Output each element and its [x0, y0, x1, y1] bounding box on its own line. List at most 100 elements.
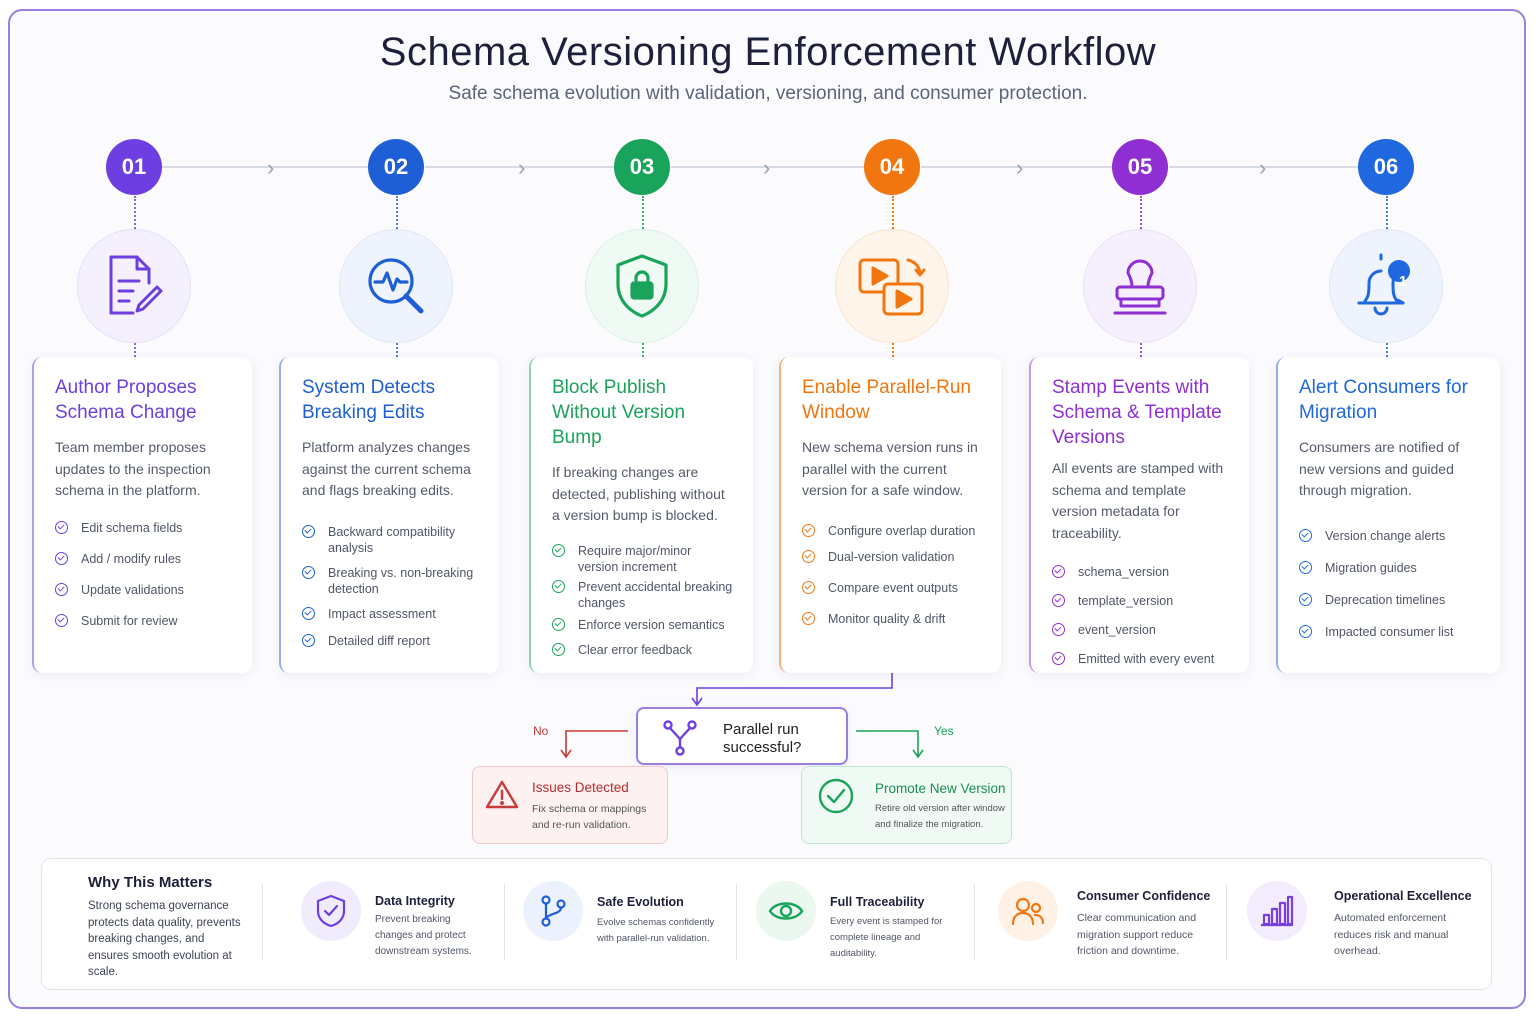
checklist-item: Prevent accidental breaking changes — [552, 579, 733, 611]
check-circle-icon — [802, 549, 815, 563]
check-circle-icon — [818, 778, 854, 814]
checklist-item: Emitted with every event — [1052, 651, 1229, 667]
step-title: Alert Consumers for Migration — [1299, 377, 1468, 423]
shield-lock-icon — [585, 229, 699, 343]
check-circle-icon — [1299, 560, 1312, 574]
step-card-05: Stamp Events with Schema & Template Vers… — [1029, 357, 1249, 673]
bar-chart-icon — [1247, 881, 1307, 941]
step-title: Block Publish Without Version Bump — [552, 377, 686, 448]
check-circle-icon — [1299, 528, 1312, 542]
checklist-item: Require major/minor version increment — [552, 543, 733, 575]
checklist-item: Impacted consumer list — [1299, 624, 1480, 640]
step-connector — [671, 166, 864, 168]
checklist-item: Monitor quality & drift — [802, 611, 981, 627]
decision-question: Parallel run successful? — [723, 721, 802, 756]
step-title: Author Proposes Schema Change — [55, 377, 197, 423]
outcome-title: Promote New Version — [875, 781, 1006, 796]
benefit-description: Clear communication and migration suppor… — [1077, 912, 1197, 957]
dotted-link — [892, 343, 894, 357]
step-card-06: Alert Consumers for Migration Consumers … — [1276, 357, 1500, 673]
step-number-02: 02 — [368, 139, 424, 195]
divider — [504, 884, 505, 960]
check-circle-icon — [1052, 565, 1065, 578]
check-circle-icon — [552, 642, 565, 656]
step-title: System Detects Breaking Edits — [302, 377, 436, 423]
checklist-item: Compare event outputs — [802, 580, 981, 596]
check-circle-icon — [302, 606, 315, 620]
page-title: Schema Versioning Enforcement Workflow — [379, 30, 1157, 74]
step-number-05: 05 — [1112, 139, 1168, 195]
branch-icon — [663, 720, 697, 756]
stamp-icon — [1083, 229, 1197, 343]
dotted-link — [396, 343, 398, 357]
dotted-link — [892, 196, 894, 229]
step-description: Platform analyzes changes against the cu… — [302, 439, 471, 498]
check-circle-icon — [1299, 624, 1312, 638]
warning-icon — [485, 780, 519, 809]
check-circle-icon — [1052, 652, 1065, 665]
checklist-item: Breaking vs. non-breaking detection — [302, 565, 479, 597]
check-circle-icon — [1052, 594, 1065, 607]
checklist-item: schema_version — [1052, 564, 1229, 580]
why-description: Strong schema governance protects data q… — [88, 900, 241, 978]
checklist-item: Version change alerts — [1299, 528, 1480, 544]
checklist-item: Edit schema fields — [55, 520, 232, 536]
checklist-item: Submit for review — [55, 613, 232, 629]
benefit-title: Data Integrity — [375, 894, 455, 908]
yes-branch-label: Yes — [934, 724, 954, 738]
benefit-description: Automated enforcement reduces risk and m… — [1334, 912, 1449, 957]
step-title: Stamp Events with Schema & Template Vers… — [1052, 377, 1222, 448]
dotted-link — [1140, 343, 1142, 357]
check-circle-icon — [302, 524, 315, 538]
divider — [1226, 884, 1227, 960]
step-connector — [425, 166, 614, 168]
checklist-item: Deprecation timelines — [1299, 592, 1480, 608]
divider — [974, 884, 975, 960]
checklist-item: Dual-version validation — [802, 549, 981, 565]
step-description: All events are stamped with schema and t… — [1052, 460, 1224, 541]
step-description: Team member proposes updates to the insp… — [55, 439, 211, 498]
dotted-link — [642, 196, 644, 229]
checklist-item: Detailed diff report — [302, 633, 479, 649]
document-edit-icon — [77, 229, 191, 343]
chevron-right-icon: › — [763, 155, 771, 180]
dotted-link — [1386, 196, 1388, 229]
checklist-item: Configure overlap duration — [802, 523, 981, 539]
outcome-description: Fix schema or mappings and re-run valida… — [532, 803, 647, 831]
decision-box: Parallel run successful? — [636, 707, 848, 765]
step-card-03: Block Publish Without Version Bump If br… — [529, 357, 753, 673]
benefit-title: Operational Excellence — [1334, 889, 1472, 903]
magnifier-pulse-icon — [339, 229, 453, 343]
chevron-right-icon: › — [1259, 155, 1267, 180]
dotted-link — [134, 343, 136, 357]
step-card-02: System Detects Breaking Edits Platform a… — [279, 357, 499, 673]
check-circle-icon — [55, 582, 68, 596]
step-checklist: Edit schema fields Add / modify rules Up… — [55, 520, 232, 629]
check-circle-icon — [302, 633, 315, 647]
step-description: New schema version runs in parallel with… — [802, 439, 978, 498]
check-circle-icon — [55, 520, 68, 534]
check-circle-icon — [802, 523, 815, 537]
checklist-item: Backward compatibility analysis — [302, 524, 479, 556]
checklist-item: event_version — [1052, 622, 1229, 638]
step-checklist: Backward compatibility analysis Breaking… — [302, 524, 479, 649]
step-connector — [162, 166, 368, 168]
check-circle-icon — [1299, 592, 1312, 606]
divider — [262, 884, 263, 960]
check-circle-icon — [552, 579, 565, 593]
check-circle-icon — [1052, 623, 1065, 636]
check-circle-icon — [55, 613, 68, 627]
checklist-item: template_version — [1052, 593, 1229, 609]
benefit-title: Full Traceability — [830, 895, 925, 909]
dotted-link — [1140, 196, 1142, 229]
parallel-play-icon — [835, 229, 949, 343]
check-circle-icon — [802, 580, 815, 594]
step-connector — [1169, 166, 1358, 168]
users-icon — [998, 881, 1058, 941]
checklist-item: Migration guides — [1299, 560, 1480, 576]
issues-detected-box: Issues Detected Fix schema or mappings a… — [472, 766, 668, 844]
step-checklist: Configure overlap duration Dual-version … — [802, 523, 981, 627]
divider — [736, 884, 737, 960]
notification-badge: 1 — [1398, 273, 1408, 290]
step-number-03: 03 — [614, 139, 670, 195]
